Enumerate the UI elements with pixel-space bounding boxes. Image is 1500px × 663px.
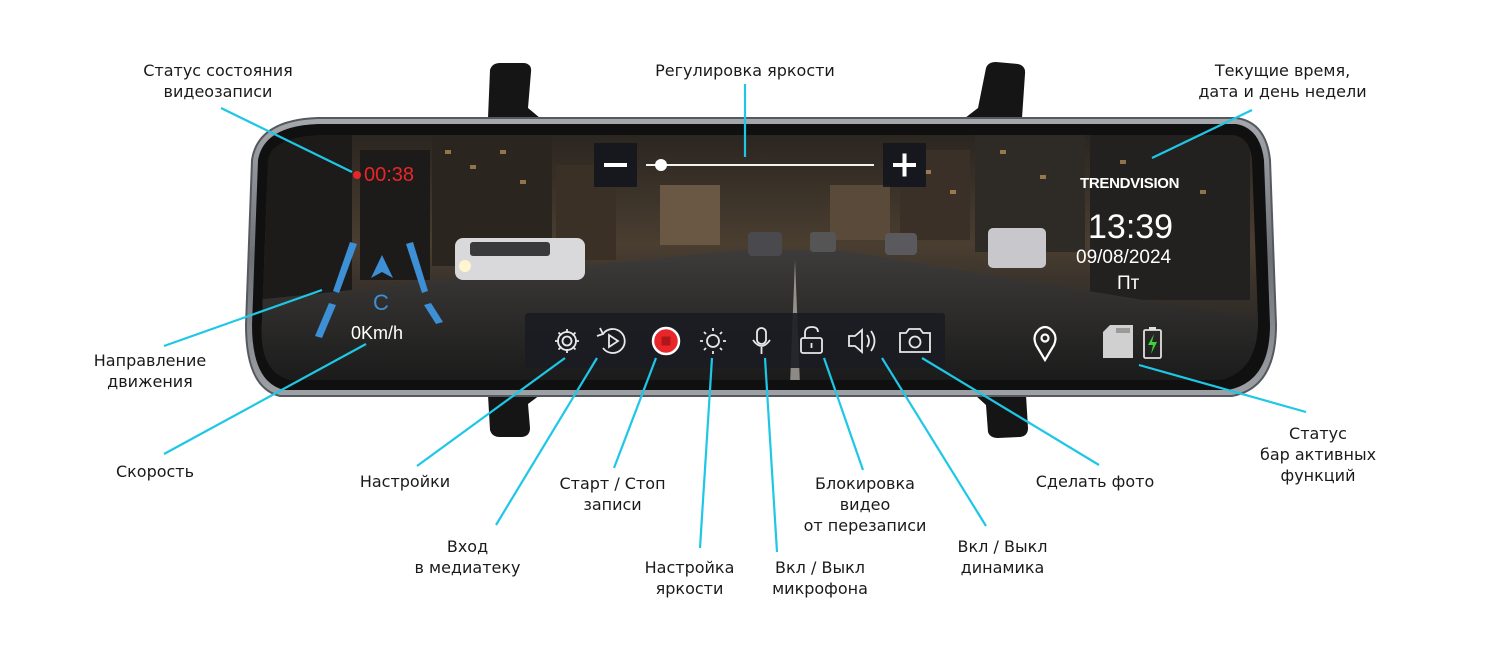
weekday: Пт [1117, 273, 1140, 294]
direction-arrow-icon [371, 255, 393, 278]
city-buildings [262, 135, 1250, 300]
speaker-icon[interactable] [848, 328, 876, 354]
mount-clip-top-right [965, 62, 1026, 118]
screen [261, 135, 1258, 380]
brightness-slider[interactable] [594, 143, 926, 187]
callout-direction: Направление движения [93, 351, 207, 391]
callout-recording-status: Статус состояния видеозаписи [143, 61, 293, 101]
brand-logo: TRENDVISION [1080, 175, 1180, 192]
callout-brightness-slider: Регулировка яркости [655, 61, 835, 80]
direction-letter: C [373, 290, 389, 315]
brightness-minus-button[interactable] [604, 163, 627, 167]
current-date: 09/08/2024 [1076, 247, 1172, 268]
brightness-track[interactable] [646, 164, 874, 166]
toolbar [525, 313, 945, 368]
callout-lock: Блокировка видео от перезаписи [803, 474, 927, 535]
brightness-icon[interactable] [700, 328, 726, 354]
sd-card-icon [1103, 325, 1133, 358]
callout-speaker: Вкл / Выкл динамика [957, 537, 1048, 577]
record-stop-icon[interactable] [651, 326, 681, 356]
mount-clip-bottom-left [488, 395, 540, 437]
speed-readout: 0Km/h [351, 323, 404, 343]
battery-charging-icon [1143, 327, 1162, 359]
mount-clip-top-left [488, 63, 540, 118]
building-lights [445, 150, 1206, 194]
clock-time: 13:39 [1088, 208, 1174, 246]
callout-microphone: Вкл / Выкл микрофона [772, 558, 868, 598]
recording-timer: 00:38 [364, 164, 415, 186]
callout-settings: Настройки [359, 472, 451, 491]
brightness-plus-button[interactable] [893, 153, 916, 177]
callout-brightness-button: Настройка яркости [644, 558, 735, 598]
callout-status-bar: Статус бар активных функций [1259, 424, 1377, 485]
callout-media: Вход в медиатеку [414, 537, 521, 577]
gear-icon[interactable] [555, 329, 579, 353]
callout-datetime: Текущие время, дата и день недели [1198, 61, 1367, 101]
camera-icon[interactable] [899, 328, 931, 353]
recording-dot [353, 171, 361, 179]
callout-lines [163, 84, 1307, 553]
microphone-icon[interactable] [752, 327, 771, 354]
callout-photo: Сделать фото [1035, 472, 1155, 491]
cars [455, 228, 1046, 280]
callout-start-stop: Старт / Стоп записи [559, 474, 666, 514]
lane-direction-indicator [315, 242, 443, 338]
lock-icon[interactable] [800, 326, 823, 354]
playback-icon[interactable] [596, 327, 626, 354]
callout-speed: Скорость [115, 462, 195, 481]
mount-clip-bottom-right [975, 395, 1028, 438]
brightness-knob[interactable] [655, 159, 667, 171]
location-pin-icon [1033, 325, 1057, 363]
